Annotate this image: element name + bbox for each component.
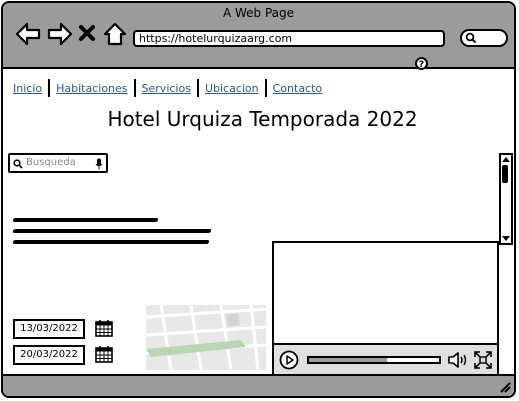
search-placeholder: Busqueda [26, 157, 76, 168]
checkout-date-field[interactable]: 20/03/2022 [13, 345, 85, 365]
microphone-icon[interactable] [95, 158, 103, 170]
nav-item-contacto[interactable]: Contacto [272, 81, 323, 95]
scribble-line [12, 229, 212, 233]
search-input[interactable]: Busqueda [8, 153, 108, 173]
address-bar-url: https://hotelurquizaarg.com [139, 32, 293, 45]
video-player[interactable] [272, 241, 499, 377]
resize-grip-icon[interactable] [497, 379, 511, 393]
window-title: A Web Page [222, 6, 295, 20]
video-progress-fill [309, 358, 387, 362]
scrollbar-thumb[interactable] [502, 165, 508, 183]
scribble-line [12, 240, 210, 244]
volume-icon[interactable] [447, 351, 469, 369]
close-icon[interactable] [77, 23, 97, 43]
scribble-line [12, 218, 159, 222]
help-icon[interactable]: ? [415, 57, 428, 70]
video-progress-bar[interactable] [307, 356, 441, 364]
nav-item-inicio[interactable]: Inicio [13, 81, 43, 95]
address-bar[interactable]: https://hotelurquizaarg.com [133, 30, 445, 47]
search-icon [465, 32, 477, 44]
vertical-scrollbar[interactable] [499, 153, 513, 245]
status-bar [3, 374, 514, 396]
scroll-up-icon[interactable] [502, 156, 510, 163]
play-icon[interactable] [279, 350, 299, 370]
page-title: Hotel Urquiza Temporada 2022 [107, 107, 418, 131]
map-image [146, 305, 266, 370]
search-icon [13, 159, 23, 169]
fullscreen-icon[interactable] [473, 350, 493, 370]
site-nav-menu: Inicio Habitaciones Servicios Ubicacion … [13, 79, 322, 97]
video-controls [274, 343, 497, 375]
nav-separator [133, 79, 136, 97]
nav-item-ubicacion[interactable]: Ubicacion [204, 81, 259, 95]
nav-separator [196, 79, 199, 97]
back-arrow-icon[interactable] [15, 21, 41, 47]
home-icon[interactable] [102, 21, 128, 47]
browser-search-box[interactable] [460, 29, 508, 47]
nav-separator [264, 79, 267, 97]
checkin-date-field[interactable]: 13/03/2022 [13, 319, 85, 339]
scribble-text-block [12, 212, 223, 251]
location-map[interactable] [146, 305, 266, 370]
scroll-down-icon[interactable] [502, 235, 510, 242]
calendar-icon[interactable] [95, 319, 113, 337]
calendar-icon[interactable] [95, 345, 113, 363]
nav-item-servicios[interactable]: Servicios [141, 81, 191, 95]
forward-arrow-icon[interactable] [47, 21, 73, 47]
browser-toolbar: A Web Page https://hotelurquizaarg.com [3, 3, 514, 69]
nav-separator [48, 79, 51, 97]
nav-item-habitaciones[interactable]: Habitaciones [56, 81, 128, 95]
